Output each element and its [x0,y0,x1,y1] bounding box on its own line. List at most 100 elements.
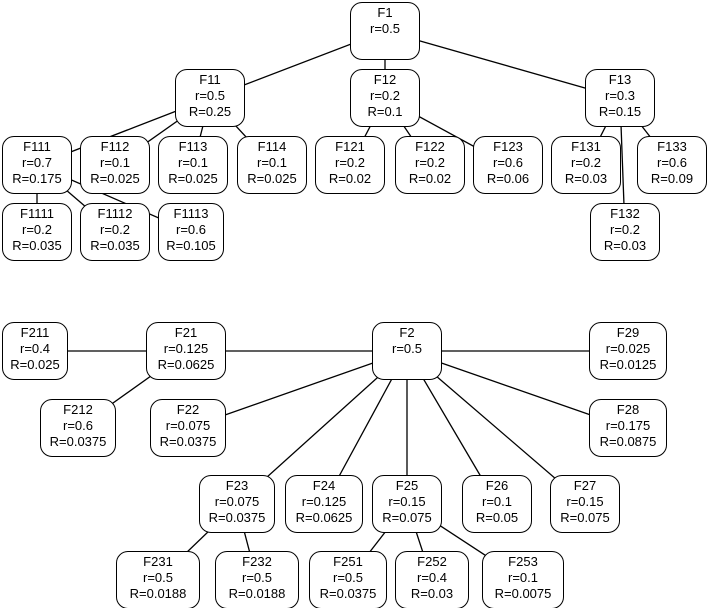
node-r-value: r=0.2 [100,222,130,237]
node-R-value: R=0.105 [166,238,216,253]
node-r-value: r=0.075 [214,494,260,509]
node-label: F131 [571,139,601,154]
node-label: F231 [143,554,173,569]
node-label: F28 [616,402,640,417]
node-r-value: r=0.2 [415,155,445,170]
node-label: F121 [335,139,365,154]
node-label: F26 [485,478,509,493]
node-label: F2 [399,325,415,340]
node-label: F27 [573,478,597,493]
node-label: F123 [493,139,523,154]
node-r-value: r=0.5 [392,341,422,356]
node-R-value: R=0.0375 [208,510,266,525]
node-r-value: r=0.2 [335,155,365,170]
node-label: F1112 [97,206,133,221]
node-label: F132 [610,206,640,221]
node-r-value: r=0.2 [610,222,640,237]
node-R-value: R=0.0625 [295,510,353,525]
node-r-value: r=0.2 [571,155,601,170]
node-label: F252 [417,554,447,569]
node-r-value: r=0.6 [63,418,93,433]
node-r-value: r=0.15 [388,494,426,509]
node-R-value: R=0.0625 [157,357,215,372]
node-R-value: R=0.0375 [49,434,107,449]
node-R-value: R=0.15 [598,104,642,119]
node-r-value: r=0.6 [176,222,206,237]
node-label: F25 [395,478,419,493]
edge-F1-F13 [384,30,621,99]
node-R-value: R=0.09 [650,171,694,186]
node-r-value: r=0.2 [22,222,52,237]
node-label: F11 [199,72,221,87]
node-label: F251 [333,554,363,569]
node-r-value: r=0.025 [605,341,651,356]
node-R-value: R=0.06 [486,171,530,186]
node-r-value: r=0.6 [493,155,523,170]
node-R-value: R=0.025 [10,357,60,372]
node-label: F113 [178,139,208,154]
node-R-value: R=0.035 [90,238,140,253]
node-label: F111 [23,139,51,154]
node-label: F232 [242,554,272,569]
node-R-value: R=0.03 [564,171,608,186]
node-r-value: r=0.4 [20,341,50,356]
node-label: F22 [176,402,200,417]
node-R-value: R=0.02 [328,171,372,186]
node-label: F21 [174,325,198,340]
node-R-value: R=0.075 [382,510,432,525]
node-R-value: R=0.03 [603,238,647,253]
node-r-value: r=0.125 [301,494,347,509]
node-R-value: R=0.0188 [228,586,286,601]
node-R-value: R=0.025 [168,171,218,186]
node-R-value: R=0.1 [367,104,403,119]
node-R-value: R=0.0188 [129,586,187,601]
node-R-value: R=0.0075 [494,586,552,601]
node-R-value: R=0.25 [188,104,232,119]
node-r-value: r=0.1 [178,155,208,170]
node-R-value: R=0.025 [247,171,297,186]
node-R-value: R=0.025 [90,171,140,186]
node-r-value: r=0.1 [482,494,512,509]
node-label: F133 [657,139,687,154]
node-label: F112 [100,139,130,154]
node-label: F1 [377,5,393,20]
node-r-value: r=0.1 [257,155,287,170]
node-R-value: R=0.0875 [599,434,657,449]
node-label: F24 [312,478,336,493]
